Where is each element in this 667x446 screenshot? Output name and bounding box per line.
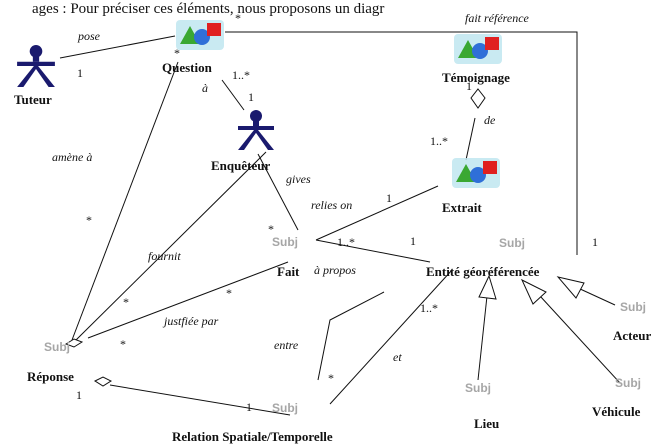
edge-acteur-inherit [577,287,616,306]
node-enqueteur: Enquêteur [211,158,270,173]
node-vehicule: Véhicule [592,404,641,419]
subj-icon-entite: Subj [499,236,525,250]
mult-entite-fait: 1 [410,234,416,248]
mult-question-a: 1..* [232,68,250,82]
label-relies-on: relies on [311,198,352,212]
node-entite: Entité géoréférencée [426,264,540,279]
mult-relation-entre: * [328,371,334,385]
inherit-arrow-acteur [556,276,585,299]
subj-icon-fait: Subj [272,235,298,249]
label-fournit: fournit [148,249,181,263]
node-temoignage: Témoignage [442,70,510,85]
node-relation: Relation Spatiale/Temporelle [172,429,333,444]
class-icon-temoignage [454,34,502,64]
edge-amene-a [71,61,179,341]
mult-relation-rel: 1 [246,400,252,414]
class-icon-extrait [452,158,500,188]
label-entre: entre [274,338,299,352]
mult-fait-relies: 1..* [337,235,355,249]
node-reponse: Réponse [27,369,74,384]
actor-icon-tuteur [17,45,55,87]
edge-de [465,117,476,161]
label-gives: gives [286,172,311,186]
mult-reponse-justifiee: * [120,337,126,351]
subj-icon-relation: Subj [272,401,298,415]
page-caption: ages : Pour préciser ces éléments, nous … [32,1,384,17]
label-justifiee-par: justfiée par [162,314,219,328]
label-et: et [393,350,402,364]
mult-question-pose: * [174,46,180,60]
class-icon-question [176,20,224,50]
label-fait-reference: fait référence [465,11,530,25]
edge-lieu-inherit [477,295,488,381]
mult-question-ref: * [235,11,241,25]
edge-entre [317,291,385,381]
subj-icon-vehicule: Subj [615,376,641,390]
subj-icon-lieu: Subj [465,381,491,395]
inherit-arrow-lieu [478,274,497,300]
node-lieu: Lieu [474,416,499,431]
mult-tuteur-pose: 1 [77,66,83,80]
mult-entite-et: 1..* [420,301,438,315]
edge-reponse-relation [109,384,291,416]
label-de: de [484,113,496,127]
mult-reponse-amene: * [86,213,92,227]
edge-justifiee-par [87,261,289,339]
aggregation-diamond-relation [93,376,113,387]
edge-gives [257,153,299,231]
label-a: à [202,81,208,95]
edge-fait-reference [225,31,578,255]
aggregation-diamond-reponse [64,338,84,348]
mult-fait-gives: * [268,222,274,236]
subj-icon-acteur: Subj [620,300,646,314]
edge-pose [59,35,176,59]
node-fait: Fait [277,264,300,279]
mult-enqueteur-a: 1 [248,90,254,104]
edges [59,31,621,416]
mult-reponse-fournit: * [123,295,129,309]
mult-extrait-relies: 1 [386,191,392,205]
node-question: Question [162,60,213,75]
inherit-arrow-vehicule [520,278,547,305]
mult-extrait-de: 1..* [430,134,448,148]
label-a-propos: à propos [314,263,356,277]
label-amene-a: amène à [52,150,92,164]
actor-icon-enqueteur [238,110,274,150]
node-extrait: Extrait [442,200,482,215]
edge-relies-on [315,185,439,241]
edge-vehicule-inherit [539,295,621,384]
subj-icon-reponse: Subj [44,340,70,354]
node-acteur: Acteur [613,328,651,343]
node-tuteur: Tuteur [14,92,52,107]
composition-diamond-temoignage [470,88,486,109]
mult-temoignage-de: 1 [466,79,472,93]
mult-reponse-rel: 1 [76,388,82,402]
edge-fait-entite [315,239,431,263]
label-pose: pose [77,29,101,43]
edge-et [329,269,453,405]
mult-fait-justifiee: * [226,286,232,300]
edge-a [221,79,245,111]
edge-fournit [75,151,267,341]
mult-entite-ref: 1 [592,235,598,249]
